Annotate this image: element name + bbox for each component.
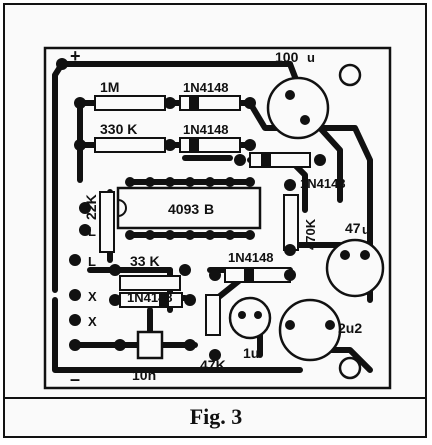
solder-pads bbox=[56, 58, 370, 361]
capacitor-1u bbox=[228, 296, 272, 340]
label-22k: 22K bbox=[83, 194, 99, 220]
label-100u: 100 bbox=[275, 49, 299, 65]
diode-4 bbox=[224, 267, 291, 283]
label-47u-unit: u bbox=[362, 222, 370, 237]
label-ic: 4093 bbox=[168, 201, 199, 217]
label-2u2: 2u2 bbox=[338, 320, 362, 336]
label-470k: 470K bbox=[303, 218, 318, 250]
caption-divider bbox=[3, 397, 427, 399]
capacitor-2u2 bbox=[278, 298, 342, 362]
pad-label-l1: L bbox=[88, 224, 96, 239]
pad-label-plus: + bbox=[70, 46, 81, 66]
label-100u-unit: u bbox=[307, 50, 315, 65]
label-33k: 33 K bbox=[130, 253, 160, 269]
label-d2: 1N4148 bbox=[183, 122, 229, 137]
resistor-1m bbox=[94, 95, 166, 111]
mount-hole-top bbox=[338, 63, 362, 87]
pad-label-x1: X bbox=[88, 289, 97, 304]
pad-label-x2: X bbox=[88, 314, 97, 329]
label-d4: 1N4148 bbox=[228, 250, 274, 265]
capacitors bbox=[136, 63, 385, 380]
label-47u: 47 bbox=[345, 220, 361, 236]
ic-4093 bbox=[116, 177, 262, 240]
resistors bbox=[94, 95, 299, 336]
label-1m: 1M bbox=[100, 79, 119, 95]
resistor-47k bbox=[205, 294, 221, 336]
label-d5: 1N4148 bbox=[127, 290, 173, 305]
label-330k: 330 K bbox=[100, 121, 137, 137]
capacitor-47u bbox=[325, 238, 385, 298]
diodes bbox=[119, 95, 311, 308]
board-outline bbox=[43, 46, 392, 390]
pad-label-minus: – bbox=[70, 369, 80, 389]
capacitor-100u bbox=[266, 76, 330, 140]
resistor-22k bbox=[99, 191, 115, 253]
figure-caption: Fig. 3 bbox=[189, 404, 243, 429]
diode-3 bbox=[249, 152, 311, 168]
capacitor-10n bbox=[136, 330, 164, 360]
label-1u: 1u bbox=[243, 345, 259, 361]
mount-hole-bottom bbox=[338, 356, 362, 380]
label-ic-suffix: B bbox=[204, 201, 214, 217]
label-10n: 10n bbox=[132, 367, 156, 383]
label-d1: 1N4148 bbox=[183, 80, 229, 95]
resistor-330k bbox=[94, 137, 166, 153]
resistor-33k bbox=[119, 275, 181, 291]
resistor-470k bbox=[283, 194, 299, 251]
pad-label-l2: L bbox=[88, 254, 96, 269]
label-d3: 1N4148 bbox=[300, 176, 346, 191]
label-47k: 47K bbox=[200, 357, 226, 373]
